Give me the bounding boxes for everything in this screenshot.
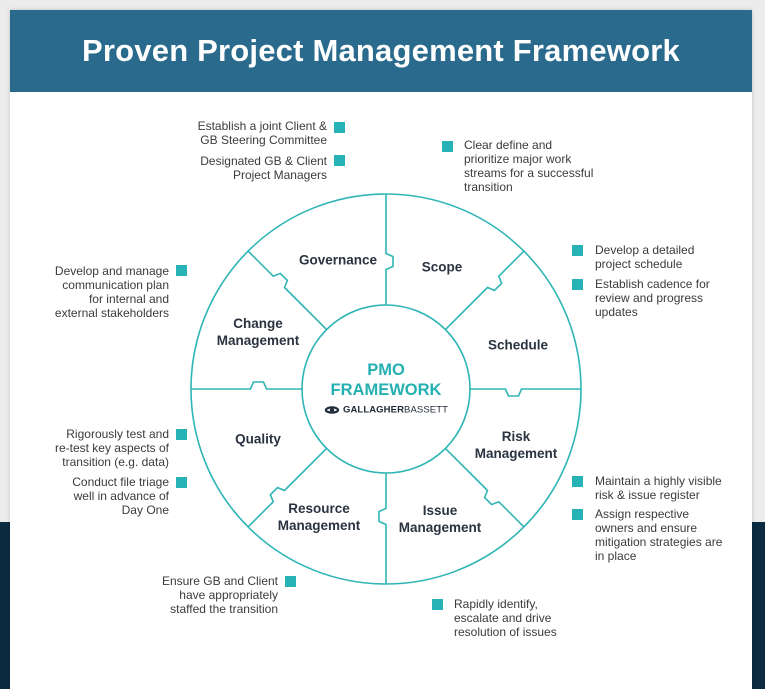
segment-governance-label: Governance — [298, 252, 378, 268]
bullet-square — [285, 576, 296, 587]
title-banner: Proven Project Management Framework — [10, 10, 752, 92]
bullet-square — [442, 141, 453, 152]
gallagher-bassett-logo: GALLAGHERBASSETT — [324, 405, 448, 416]
segment-scope-label: Scope — [421, 259, 463, 275]
segment-quality-label: Quality — [235, 431, 281, 447]
gallagher-bassett-logo-icon — [324, 406, 340, 414]
note-governance-1: Establish a joint Client &GB Steering Co… — [197, 119, 327, 147]
bullet-square — [176, 265, 187, 276]
bullet-square — [176, 429, 187, 440]
segment-schedule-label: Schedule — [487, 337, 549, 353]
bullet-square — [572, 279, 583, 290]
slide-card: Proven Project Management Framework — [10, 10, 752, 689]
page-title: Proven Project Management Framework — [82, 33, 680, 68]
bullet-square — [572, 509, 583, 520]
bullet-square — [334, 122, 345, 133]
bullet-square — [176, 477, 187, 488]
bullet-square — [572, 245, 583, 256]
bullet-square — [572, 476, 583, 487]
bullet-square — [334, 155, 345, 166]
bullet-square — [432, 599, 443, 610]
logo-text: GALLAGHERBASSETT — [342, 404, 449, 416]
center-title: PMO FRAMEWORK — [330, 361, 442, 399]
